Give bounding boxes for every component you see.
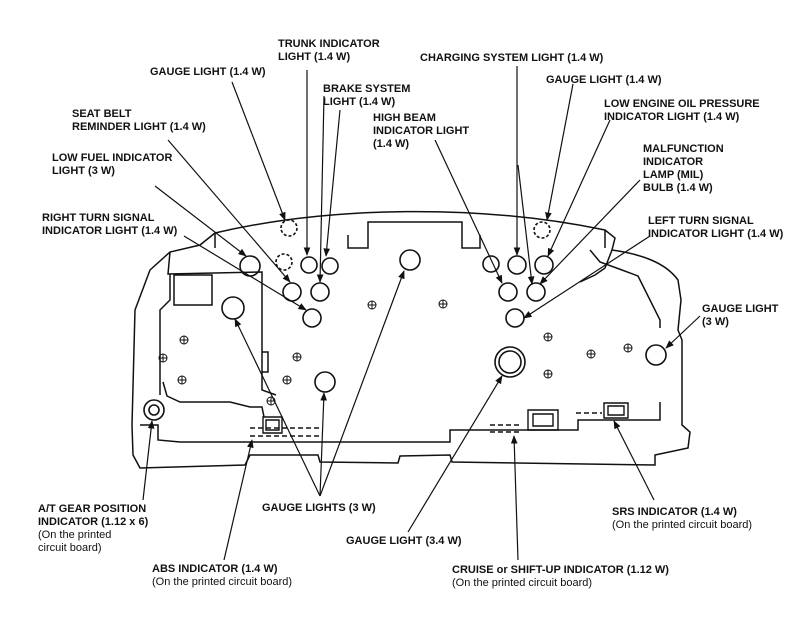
leader-lines	[142, 66, 701, 561]
socket-gauge-left-dashed	[275, 253, 293, 271]
label-gauge-light-top-left: GAUGE LIGHT (1.4 W)	[150, 66, 266, 78]
socket-gauge-34w	[494, 346, 526, 378]
socket-high-beam-dashed	[482, 255, 500, 273]
socket-brake-lower	[310, 282, 330, 302]
cluster-housing	[131, 210, 691, 469]
label-gauge-light-right: GAUGE LIGHT(3 W)	[702, 303, 779, 328]
label-gauge-lights-3w: GAUGE LIGHTS (3 W)	[262, 502, 376, 514]
label-gauge-light-34w: GAUGE LIGHT (3.4 W)	[346, 535, 462, 547]
bulb-sockets	[143, 219, 667, 421]
socket-high-beam	[498, 282, 518, 302]
mounting-screws	[158, 299, 633, 406]
socket-charging	[507, 255, 527, 275]
socket-low-oil	[534, 255, 554, 275]
socket-at-gear	[143, 399, 165, 421]
socket-gauge-lower	[314, 371, 336, 393]
socket-top-left-dashed	[280, 219, 298, 237]
pcb-connectors	[250, 402, 629, 437]
socket-gauge-center	[399, 249, 421, 271]
socket-top-right-dashed	[533, 221, 551, 239]
socket-left-turn	[505, 308, 525, 328]
label-charging-system: CHARGING SYSTEM LIGHT (1.4 W)	[420, 52, 604, 64]
socket-brake	[321, 257, 339, 275]
label-abs-indicator: ABS INDICATOR (1.4 W)(On the printed cir…	[152, 563, 293, 588]
label-gauge-light-top-right: GAUGE LIGHT (1.4 W)	[546, 74, 662, 86]
label-srs-indicator: SRS INDICATOR (1.4 W)(On the printed cir…	[612, 506, 753, 531]
socket-low-fuel	[221, 296, 245, 320]
socket-gauge-right	[645, 344, 667, 366]
socket-trunk	[300, 256, 318, 274]
socket-mil	[526, 282, 546, 302]
socket-right-turn	[302, 308, 322, 328]
label-cruise-shift-up: CRUISE or SHIFT-UP INDICATOR (1.12 W)(On…	[452, 564, 669, 589]
